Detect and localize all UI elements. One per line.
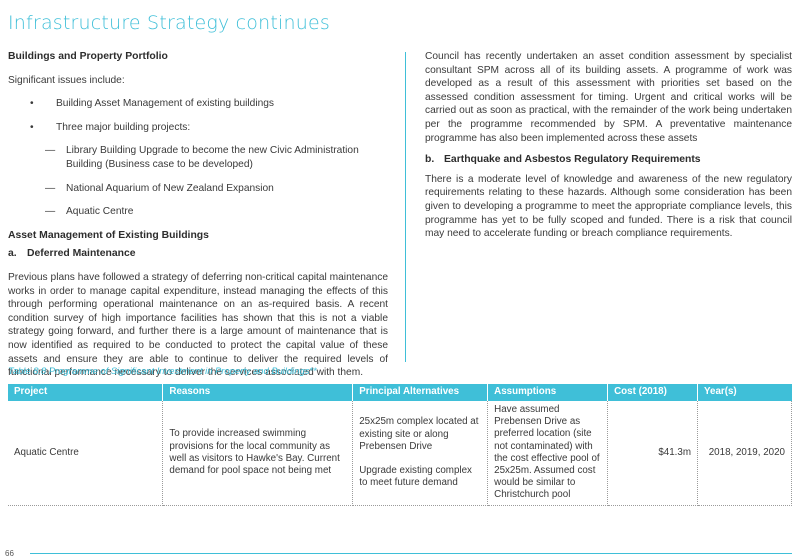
header-project: Project <box>8 384 164 401</box>
table-row: Aquatic Centre To provide increased swim… <box>8 401 792 506</box>
cell-alternatives: 25x25m complex located at existing site … <box>352 401 489 506</box>
sub-title: Earthquake and Asbestos Regulatory Requi… <box>444 154 701 166</box>
alternative-2: Upgrade existing complex to meet future … <box>359 464 472 489</box>
intro-text: Significant issues include: <box>8 74 125 86</box>
page-title: Infrastructure Strategy continues <box>8 12 330 34</box>
project-item: — National Aquarium of New Zealand Expan… <box>8 182 388 196</box>
deferred-maintenance-heading: a. Deferred Maintenance <box>8 247 388 261</box>
regulatory-text: There is a moderate level of knowledge a… <box>425 173 792 240</box>
left-column: Buildings and Property Portfolio Signifi… <box>8 50 388 380</box>
deferred-maintenance-text: Previous plans have followed a strategy … <box>8 271 388 379</box>
dash-icon: — <box>45 145 56 157</box>
header-alternatives: Principal Alternatives <box>352 384 489 401</box>
bullet-item: • Three major building projects: <box>8 121 388 135</box>
header-years: Year(s) <box>697 384 792 401</box>
project-item: — Library Building Upgrade to become the… <box>8 144 388 171</box>
header-reasons: Reasons <box>162 384 354 401</box>
dash-icon: — <box>45 182 56 194</box>
cell-assumptions: Have assumed Prebensen Drive as preferre… <box>487 401 609 506</box>
cell-project: Aquatic Centre <box>8 401 164 506</box>
asset-condition-text: Council has recently undertaken an asset… <box>425 51 792 144</box>
footer-rule <box>30 553 792 554</box>
cell-years: 2018, 2019, 2020 <box>697 401 792 506</box>
alternative-1: 25x25m complex located at existing site … <box>359 416 479 452</box>
header-assumptions: Assumptions <box>487 384 609 401</box>
buildings-heading: Buildings and Property Portfolio <box>8 51 168 62</box>
column-divider <box>405 52 406 362</box>
project-text: Library Building Upgrade to become the n… <box>66 145 359 170</box>
bullet-icon: • <box>30 121 34 133</box>
bullet-item: • Building Asset Management of existing … <box>8 97 388 111</box>
bullet-text: Three major building projects: <box>56 121 191 133</box>
sub-title: Deferred Maintenance <box>27 248 136 260</box>
sub-letter: b. <box>425 154 435 166</box>
bullet-icon: • <box>30 98 34 110</box>
dash-icon: — <box>45 206 56 218</box>
earthquake-asbestos-heading: b. Earthquake and Asbestos Regulatory Re… <box>425 153 792 167</box>
investment-table: Project Reasons Principal Alternatives A… <box>8 384 792 506</box>
asset-management-heading: Asset Management of Existing Buildings <box>8 229 209 241</box>
table-header-row: Project Reasons Principal Alternatives A… <box>8 384 792 401</box>
table-caption: Table 8.8 Programme of Significant Inves… <box>8 365 317 376</box>
right-column: Council has recently undertaken an asset… <box>425 50 792 241</box>
cell-reasons: To provide increased swimming provisions… <box>162 401 354 506</box>
cell-cost: $41.3m <box>607 401 699 506</box>
bullet-text: Building Asset Management of existing bu… <box>56 98 275 110</box>
page-number: 66 <box>5 549 14 558</box>
project-text: National Aquarium of New Zealand Expansi… <box>66 182 274 194</box>
project-text: Aquatic Centre <box>66 206 134 218</box>
project-item: — Aquatic Centre <box>8 205 388 219</box>
sub-letter: a. <box>8 248 17 260</box>
header-cost: Cost (2018) <box>607 384 699 401</box>
